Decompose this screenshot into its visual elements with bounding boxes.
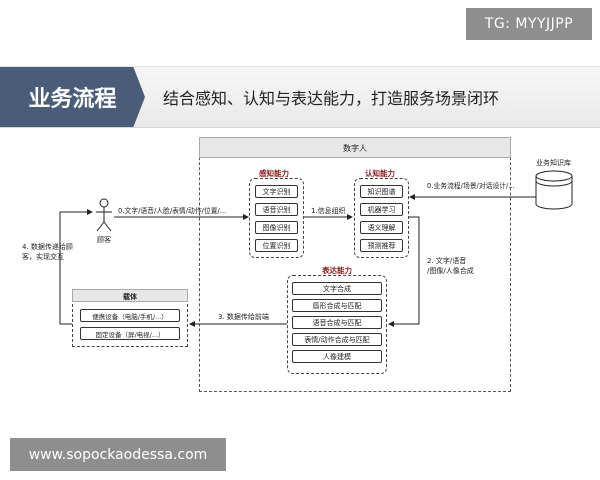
label-step0-kb: 0.业务流程/场景/对话设计/... (427, 182, 515, 190)
carrier-title: 载体 (123, 293, 137, 301)
knowledge-base-database-icon (535, 170, 573, 210)
label-step0-input: 0.文字/语音/人脸/表情/动作/位置/... (118, 207, 227, 215)
page-title: 业务流程 (0, 67, 145, 127)
cognition-group (354, 178, 409, 258)
arrow-cognition-to-expression (388, 216, 420, 327)
carrier-item-fixed: 固定设备（屏/电视/...） (80, 327, 180, 340)
perception-item-image: 图像识别 (255, 221, 298, 234)
expression-item-voice: 语音合成与匹配 (292, 316, 382, 329)
perception-title: 感知能力 (259, 169, 289, 178)
cognition-title: 认知能力 (365, 169, 395, 178)
label-step1: 1.信息组织 (311, 207, 346, 215)
expression-title: 表达能力 (322, 266, 352, 275)
cognition-item-semantic: 语义理解 (360, 221, 403, 234)
title-band: 业务流程 结合感知、认知与表达能力，打造服务场景闭环 (0, 66, 600, 128)
cognition-item-machine-learning: 机器学习 (360, 203, 403, 216)
label-step2-line1: 2. 文字/语音 (427, 257, 467, 265)
perception-item-text: 文字识别 (255, 185, 298, 198)
perception-item-location: 位置识别 (255, 239, 298, 252)
knowledge-base-label: 业务知识库 (536, 159, 571, 167)
site-watermark: www.sopockaodessa.com (10, 438, 226, 471)
label-step2-line2: /图像/人像合成 (427, 267, 474, 275)
page-subtitle: 结合感知、认知与表达能力，打造服务场景闭环 (163, 89, 500, 108)
cognition-item-prediction: 预测推荐 (360, 239, 403, 252)
perception-item-speech: 语音识别 (255, 203, 298, 216)
customer-label: 顾客 (97, 236, 111, 244)
label-step4-line1: 4. 数据传递给顾 (22, 243, 73, 251)
expression-item-lip: 唇形合成与匹配 (292, 299, 382, 312)
expression-item-portrait: 人像建模 (292, 350, 382, 363)
cognition-item-knowledge-graph: 知识图谱 (360, 185, 403, 198)
carrier-item-portable: 便携设备（电脑/手机/...） (80, 309, 180, 322)
customer-person-icon (96, 198, 112, 232)
digital-human-header (199, 137, 511, 158)
tg-badge: TG: MYYJJPP (466, 8, 592, 40)
expression-item-text: 文字合成 (292, 282, 382, 295)
expression-group (287, 275, 387, 374)
arrow-carrier-to-customer (59, 209, 93, 325)
carrier-header (72, 289, 188, 302)
perception-group (249, 178, 304, 258)
expression-item-emotion: 表情/动作合成与匹配 (292, 333, 382, 346)
label-step4-line2: 客，实现交互 (22, 253, 64, 261)
label-step3: 3. 数据传给前端 (218, 313, 269, 321)
digital-human-title: 数字人 (343, 144, 367, 153)
